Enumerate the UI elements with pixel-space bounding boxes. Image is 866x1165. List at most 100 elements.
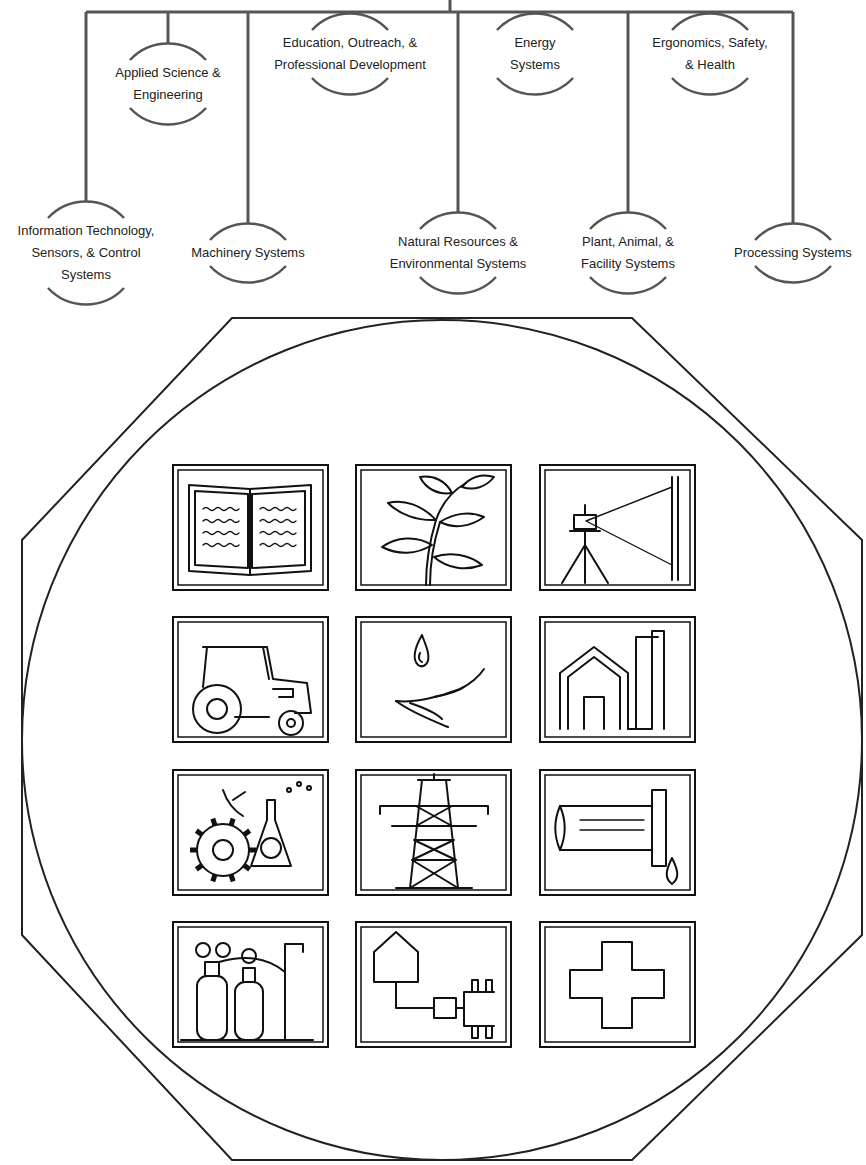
pipe-drop-icon <box>556 790 678 884</box>
bracket-bottom <box>130 108 206 125</box>
branch-line <box>792 12 795 224</box>
bracket-bottom <box>590 277 666 294</box>
icon-frame <box>173 465 328 590</box>
icon-frame <box>173 617 328 742</box>
icon-frame-inner <box>178 927 323 1042</box>
branch-node: Energy Systems <box>504 12 566 96</box>
stub-line <box>449 0 452 12</box>
icon-frame-inner <box>545 622 690 737</box>
bracket-top <box>420 212 496 229</box>
icon-frame <box>356 922 511 1047</box>
gear-tooth <box>231 875 233 882</box>
icon-frame <box>356 770 511 895</box>
gear-tooth <box>196 865 202 869</box>
power-tower-icon <box>380 774 488 888</box>
branch-node: Processing Systems <box>727 222 859 284</box>
icon-frame-inner <box>545 470 690 585</box>
icon-frame <box>540 465 695 590</box>
plant-icon <box>382 475 494 585</box>
branch-node: Applied Science & Engineering <box>105 42 231 126</box>
bracket-top <box>672 13 748 30</box>
building-icon <box>560 631 664 729</box>
bracket-arcs <box>105 42 231 126</box>
branch-line <box>167 12 170 44</box>
bracket-top <box>210 223 286 240</box>
category-label: Natural Resources & Environmental System… <box>384 231 532 275</box>
bracket-bottom <box>210 266 286 283</box>
category-label: Processing Systems <box>729 242 857 264</box>
bracket-top <box>48 201 124 218</box>
top-bar <box>86 11 793 14</box>
bracket-top <box>312 13 388 30</box>
category-label: Information Technology, Sensors, & Contr… <box>8 220 164 286</box>
gear-tooth <box>244 831 250 835</box>
bracket-top <box>130 43 206 60</box>
category-label: Applied Science & Engineering <box>107 62 229 106</box>
bracket-bottom <box>420 277 496 294</box>
category-label: Machinery Systems <box>180 242 316 264</box>
bracket-top <box>590 212 666 229</box>
gear-tooth <box>213 819 215 826</box>
bracket-bottom <box>497 78 573 95</box>
category-label: Plant, Animal, & Facility Systems <box>569 231 687 275</box>
icon-frame-inner <box>178 470 323 585</box>
branch-line <box>247 12 250 224</box>
branch-lines <box>86 0 793 224</box>
icon-frame-inner <box>178 775 323 890</box>
icon-frame <box>540 922 695 1047</box>
bracket-arcs <box>504 12 566 96</box>
gear-tooth <box>213 875 215 882</box>
icon-frame-inner <box>361 775 506 890</box>
septic-icon <box>374 932 494 1038</box>
branch-node: Machinery Systems <box>178 222 318 284</box>
branch-line <box>627 12 630 213</box>
branch-line <box>457 12 460 213</box>
icon-frame <box>356 465 511 590</box>
icon-frame-inner <box>361 470 506 585</box>
icon-frame <box>173 922 328 1047</box>
branch-node: Information Technology, Sensors, & Contr… <box>6 200 166 306</box>
gear-tooth <box>190 848 197 853</box>
bracket-bottom <box>312 78 388 95</box>
bracket-arcs <box>262 12 438 96</box>
icon-frame <box>540 770 695 895</box>
bracket-arcs <box>382 211 534 295</box>
icon-frames <box>173 465 695 1047</box>
icon-frame-inner <box>545 775 690 890</box>
bracket-bottom <box>48 288 124 305</box>
branch-line <box>85 12 88 202</box>
octagon-frame <box>22 318 862 1160</box>
branch-node: Natural Resources & Environmental System… <box>382 211 534 295</box>
book-icon <box>189 485 311 575</box>
welding-icon <box>181 943 313 1040</box>
category-label: Education, Outreach, & Professional Deve… <box>264 32 436 76</box>
gear-tooth <box>196 831 202 835</box>
category-label: Energy Systems <box>506 32 564 76</box>
icon-frame-inner <box>178 622 323 737</box>
survey-icon <box>562 477 678 583</box>
branch-node: Plant, Animal, & Facility Systems <box>567 211 689 295</box>
icon-frame <box>356 617 511 742</box>
branch-node: Ergonomics, Safety, & Health <box>646 12 774 96</box>
bracket-top <box>755 223 831 240</box>
bracket-arcs <box>567 211 689 295</box>
gear-tooth <box>244 865 250 869</box>
icon-frame-inner <box>545 927 690 1042</box>
bracket-arcs <box>646 12 774 96</box>
icon-frame <box>173 770 328 895</box>
bracket-top <box>497 13 573 30</box>
cross-icon <box>570 942 664 1028</box>
inner-circle <box>22 320 862 1160</box>
bracket-bottom <box>672 78 748 95</box>
water-leaf-icon <box>396 635 484 727</box>
tractor-icon <box>193 647 311 735</box>
gear-tooth <box>231 819 233 826</box>
category-label: Ergonomics, Safety, & Health <box>648 32 772 76</box>
icon-frame-inner <box>361 927 506 1042</box>
icon-frame <box>540 617 695 742</box>
gear-flask-icon <box>190 782 311 881</box>
branch-node: Education, Outreach, & Professional Deve… <box>262 12 438 96</box>
icon-frame-inner <box>361 622 506 737</box>
bracket-bottom <box>755 266 831 283</box>
